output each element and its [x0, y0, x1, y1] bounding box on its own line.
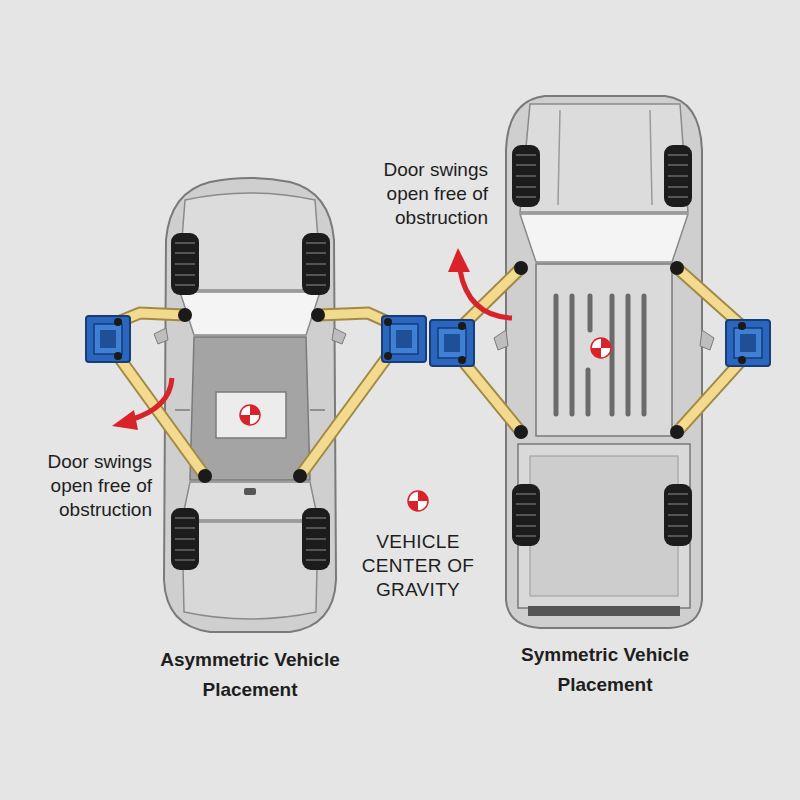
placement-caption: Asymmetric Vehicle Placement — [155, 645, 345, 705]
lift-arms-right — [430, 261, 770, 439]
pickup-truck — [494, 96, 714, 628]
legend-text: VEHICLE CENTER OF GRAVITY — [358, 530, 478, 602]
center-of-gravity-symbol — [408, 491, 428, 511]
placement-caption: Symmetric Vehicle Placement — [510, 640, 700, 700]
door-note: Door swings open free of obstruction — [20, 450, 152, 522]
door-note: Door swings open free of obstruction — [356, 158, 488, 230]
sedan — [154, 178, 346, 632]
